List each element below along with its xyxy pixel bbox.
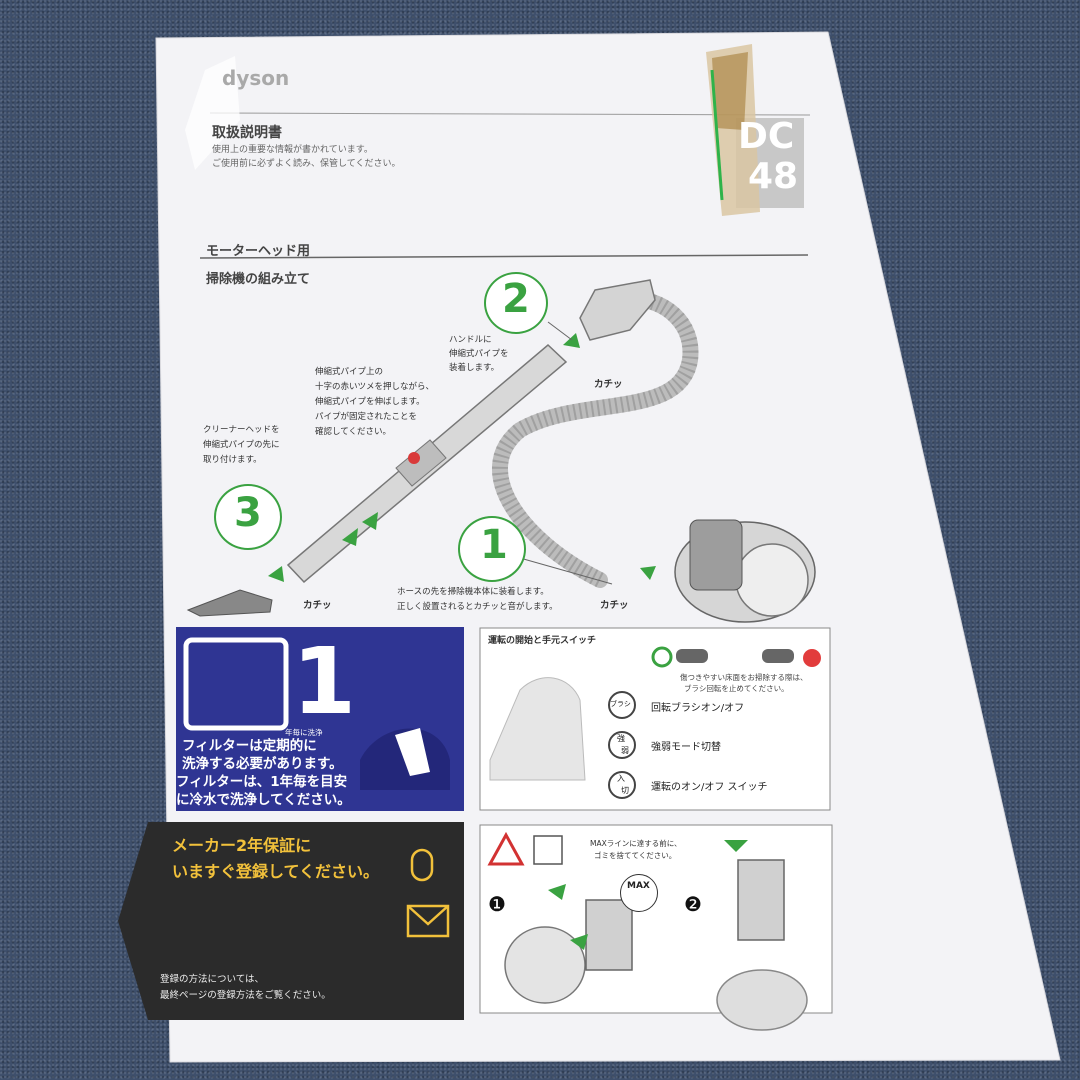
step-3-text-3: 取り付けます。 — [203, 455, 262, 465]
filter-line-4: に冷水で洗浄してください。 — [176, 792, 351, 808]
pipe-note-5: 確認してください。 — [315, 427, 391, 437]
brush-label: 回転ブラシオン/オフ — [651, 703, 745, 714]
bin-step-1: ❶ — [488, 892, 506, 916]
step-3-circle: 3 — [214, 484, 282, 550]
bin-note-2: ゴミを捨ててください。 — [594, 851, 677, 860]
pipe-note-4: パイプが固定されたことを — [315, 412, 418, 422]
step-2-text-2: 伸縮式パイプを — [449, 349, 509, 359]
subtitle-line-1: 使用上の重要な情報が書かれています。 — [212, 145, 373, 155]
bin-step-2: ❷ — [684, 892, 702, 916]
warranty-line-2: いますぐ登録してください。 — [172, 862, 380, 881]
switch-note-1: 傷つきやすい床面をお掃除する際は、 — [680, 673, 808, 682]
section-heading-assembly: 掃除機の組み立て — [206, 272, 311, 287]
max-badge: MAX — [620, 874, 658, 912]
step-1-circle: 1 — [458, 516, 526, 582]
onoff-badge-on: 入 — [617, 774, 625, 783]
pipe-note-1: 伸縮式パイプ上の — [315, 367, 384, 377]
onoff-label: 運転のオン/オフ スイッチ — [651, 782, 768, 793]
switch-panel-title: 運転の開始と手元スイッチ — [488, 636, 597, 646]
step-3-text-2: 伸縮式パイプの先に — [203, 440, 280, 450]
onoff-badge-off: 切 — [621, 786, 629, 795]
step-2-number: 2 — [502, 276, 530, 322]
power-badge-weak: 弱 — [621, 746, 629, 755]
pipe-note-2: 十字の赤いツメを押しながら、 — [315, 382, 435, 392]
max-label: MAX — [627, 881, 650, 891]
switch-note-2: ブラシ回転を止めてください。 — [684, 684, 789, 693]
filter-line-2: 洗浄する必要があります。 — [182, 756, 343, 772]
warranty-line-1: メーカー2年保証に — [172, 836, 312, 855]
filter-big-number: 1 — [292, 628, 357, 735]
step-1-click: カチッ — [600, 600, 629, 611]
section-heading-motorhead: モーターヘッド用 — [206, 244, 311, 259]
manual-title: 取扱説明書 — [212, 125, 282, 141]
step-3-text-1: クリーナーヘッドを — [203, 425, 280, 435]
step-3-number: 3 — [234, 490, 262, 536]
brand-logo: dyson — [222, 66, 290, 90]
step-1-text-2: 正しく設置されるとカチッと音がします。 — [397, 602, 558, 612]
filter-caption: 年毎に洗浄 — [285, 728, 323, 737]
power-label: 強弱モード切替 — [651, 742, 721, 753]
warranty-foot-1: 登録の方法については、 — [160, 974, 265, 985]
step-2-text-3: 装着します。 — [449, 363, 500, 373]
power-badge-strong: 強 — [617, 734, 625, 743]
pipe-note-3: 伸縮式パイプを伸ばします。 — [315, 397, 425, 407]
step-1-number: 1 — [480, 522, 508, 568]
subtitle-line-2: ご使用前に必ずよく読み、保管してください。 — [212, 159, 401, 169]
step-2-click: カチッ — [594, 379, 623, 390]
bin-note-1: MAXラインに達する前に、 — [590, 839, 682, 848]
step-2-circle: 2 — [484, 272, 548, 334]
filter-line-3: フィルターは、1年毎を目安 — [176, 774, 348, 790]
brush-badge: ブラシ — [610, 700, 631, 708]
step-2-text-1: ハンドルに — [449, 335, 492, 345]
model-name-top: DC — [738, 116, 795, 157]
step-3-click: カチッ — [303, 600, 332, 611]
model-name-bottom: 48 — [748, 156, 799, 197]
warranty-foot-2: 最終ページの登録方法をご覧ください。 — [160, 990, 331, 1001]
filter-line-1: フィルターは定期的に — [182, 738, 317, 754]
step-1-text-1: ホースの先を掃除機本体に装着します。 — [397, 587, 549, 597]
